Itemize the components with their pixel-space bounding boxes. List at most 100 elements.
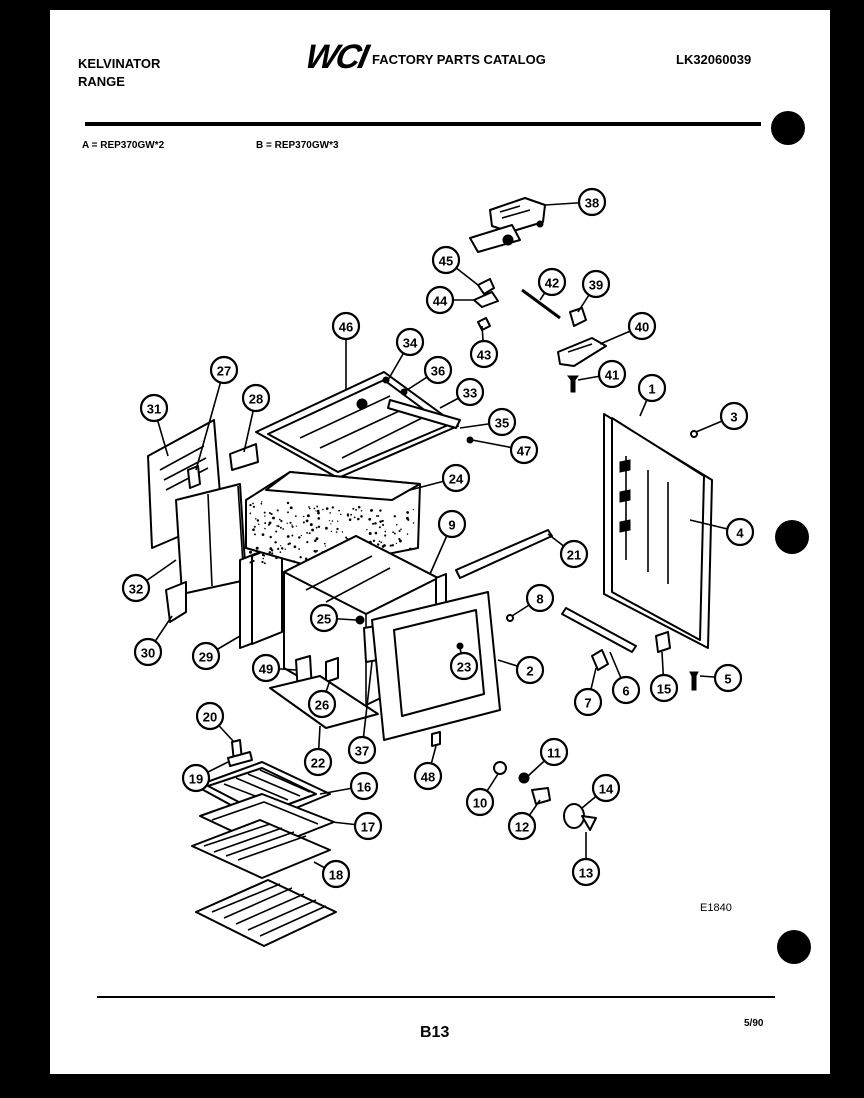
brand-name: KELVINATOR: [78, 56, 161, 71]
callout-number: 3: [730, 410, 737, 425]
callout-number: 24: [449, 472, 464, 487]
part-42-rod: [521, 288, 561, 320]
part-41-screw: [567, 375, 579, 393]
callout-number: 38: [585, 196, 599, 211]
callout-number: 19: [189, 772, 203, 787]
callout-45: 45: [431, 245, 461, 275]
callout-22: 22: [303, 747, 333, 777]
callout-number: 2: [526, 664, 533, 679]
callout-17: 17: [353, 811, 383, 841]
callout-number: 36: [431, 364, 445, 379]
callout-24: 24: [441, 463, 471, 493]
screw-5: [689, 671, 699, 691]
callout-number: 22: [311, 756, 325, 771]
header-rule: [85, 122, 761, 126]
callout-41: 41: [597, 359, 627, 389]
part-33-bracket: [387, 399, 461, 429]
part-7: [591, 649, 609, 671]
callout-number: 37: [355, 744, 369, 759]
callout-8: 8: [525, 583, 555, 613]
part-19: [227, 751, 253, 767]
part-45: [477, 278, 495, 295]
callout-number: 34: [403, 336, 418, 351]
callout-number: 47: [517, 444, 531, 459]
callout-12: 12: [507, 811, 537, 841]
callout-number: 5: [724, 672, 731, 687]
oven-rack-18: [195, 879, 337, 947]
page-number: B13: [420, 1024, 450, 1041]
part-28: [229, 443, 259, 471]
callout-number: 40: [635, 320, 649, 335]
part-25: [355, 615, 365, 625]
callout-39: 39: [581, 269, 611, 299]
callout-33: 33: [455, 377, 485, 407]
callout-number: 49: [259, 662, 273, 677]
callout-35: 35: [487, 407, 517, 437]
callout-number: 44: [433, 294, 448, 309]
callout-14: 14: [591, 773, 621, 803]
rail-6: [561, 607, 637, 653]
callout-9: 9: [437, 509, 467, 539]
panel-32: [175, 483, 247, 595]
top-panel: [255, 371, 459, 479]
callout-37: 37: [347, 735, 377, 765]
callout-40: 40: [627, 311, 657, 341]
revision-date: 5/90: [744, 1018, 764, 1029]
callout-48: 48: [413, 761, 443, 791]
callout-18: 18: [321, 859, 351, 889]
callout-30: 30: [133, 637, 163, 667]
catalog-title: FACTORY PARTS CATALOG: [372, 52, 546, 67]
callout-number: 12: [515, 820, 529, 835]
callout-3: 3: [719, 401, 749, 431]
callout-number: 27: [217, 364, 231, 379]
part-11: [518, 772, 530, 784]
leader-line-37: [361, 661, 373, 751]
callout-26: 26: [307, 689, 337, 719]
callout-15: 15: [649, 673, 679, 703]
callout-29: 29: [191, 641, 221, 671]
part-44: [473, 291, 499, 308]
callout-1: 1: [637, 373, 667, 403]
callout-number: 15: [657, 682, 671, 697]
callout-number: 42: [545, 276, 559, 291]
callout-4: 4: [725, 517, 755, 547]
callout-number: 43: [477, 348, 491, 363]
callout-13: 13: [571, 857, 601, 887]
thermostat-assembly: [469, 197, 546, 253]
insulation-side: [239, 543, 283, 649]
footer-rule: [97, 996, 775, 998]
callout-11: 11: [539, 737, 569, 767]
part-26: [325, 657, 339, 683]
callout-number: 35: [495, 416, 509, 431]
callout-number: 10: [473, 796, 487, 811]
callout-number: 23: [457, 660, 471, 675]
part-12-bulb: [531, 787, 551, 805]
clip-3: [690, 430, 698, 438]
callout-number: 25: [317, 612, 331, 627]
callout-49: 49: [251, 653, 281, 683]
rail-21: [455, 529, 553, 579]
callout-47: 47: [509, 435, 539, 465]
callout-number: 29: [199, 650, 213, 665]
callout-25: 25: [309, 603, 339, 633]
leader-line-27: [195, 369, 225, 471]
callout-number: 45: [439, 254, 453, 269]
door-frame: [371, 591, 501, 741]
part-48: [431, 731, 441, 747]
part-10: [493, 761, 507, 775]
callout-number: 8: [536, 592, 543, 607]
callout-number: 32: [129, 582, 143, 597]
part-13: [581, 815, 597, 831]
callout-number: 9: [448, 518, 455, 533]
callout-16: 16: [349, 771, 379, 801]
callout-number: 20: [203, 710, 217, 725]
callout-number: 4: [736, 526, 744, 541]
callout-10: 10: [465, 787, 495, 817]
catalog-number: LK32060039: [676, 52, 752, 67]
callout-number: 48: [421, 770, 435, 785]
binder-hole-top: [771, 111, 805, 145]
callout-number: 6: [622, 684, 629, 699]
callout-21: 21: [559, 539, 589, 569]
leg-15: [655, 631, 671, 653]
